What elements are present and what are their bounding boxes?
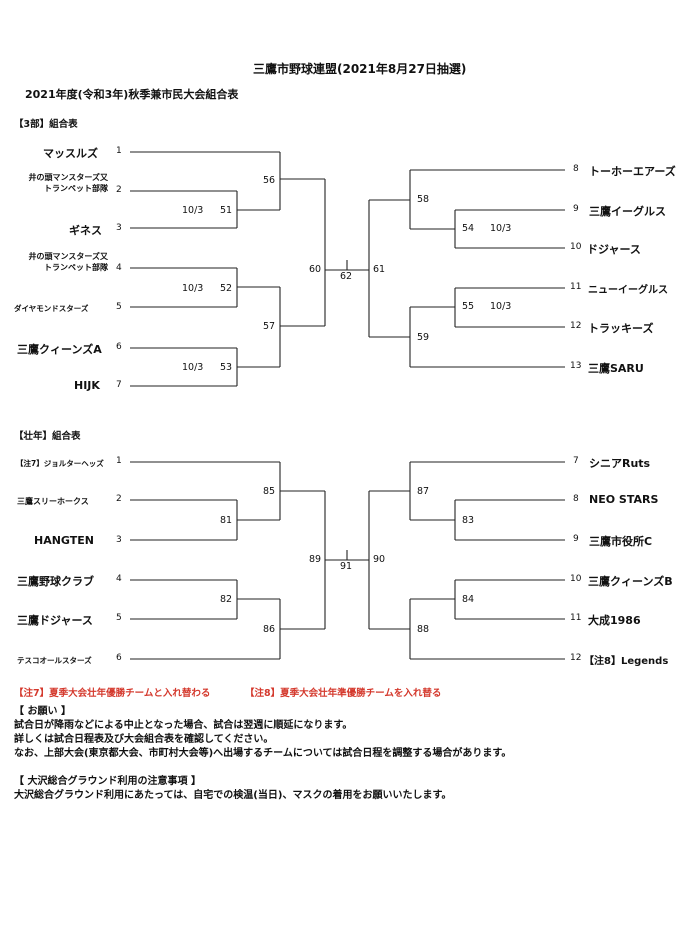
div3-team-name: マッスルズ xyxy=(43,147,98,160)
senior-team-name: 三鷹クィーンズB xyxy=(588,575,673,588)
note-7: 【注7】夏季大会壮年優勝チームと入れ替わる xyxy=(14,688,211,699)
note-8: 【注8】夏季大会壮年準優勝チームを入れ替る xyxy=(245,688,442,699)
senior-team-seed: 6 xyxy=(116,653,122,663)
senior-team-seed: 8 xyxy=(573,494,579,504)
game-date: 10/3 xyxy=(182,283,204,294)
senior-team-seed: 7 xyxy=(573,456,579,466)
div3-team-seed: 2 xyxy=(116,185,122,195)
game-number: 61 xyxy=(373,264,386,275)
senior-team-seed: 11 xyxy=(570,613,582,623)
div3-team-name: ギネス xyxy=(69,224,102,237)
game-number: 57 xyxy=(263,321,276,332)
game-date: 10/3 xyxy=(182,205,204,216)
senior-team-name: 三鷹市役所C xyxy=(589,535,653,548)
game-number: 56 xyxy=(263,175,276,186)
div3-team-seed: 7 xyxy=(116,380,122,390)
senior-team-name: HANGTEN xyxy=(34,534,94,547)
game-date: 10/3 xyxy=(490,301,512,312)
senior-team-name: シニアRuts xyxy=(589,457,651,470)
senior-team-name: 【注8】Legends xyxy=(584,656,669,667)
senior-team-name: 三鷹スリーホークス xyxy=(17,497,89,506)
game-number: 60 xyxy=(309,264,322,275)
senior-team-seed: 12 xyxy=(570,653,582,663)
document-subtitle: 2021年度(令和3年)秋季兼市民大会組合表 xyxy=(25,88,239,101)
div3-team-name: 三鷹クィーンズA xyxy=(17,343,102,356)
game-date: 10/3 xyxy=(490,223,512,234)
senior-team-seed: 10 xyxy=(570,574,582,584)
request-line: なお、上部大会(東京都大会、市町村大会等)へ出場するチームについては試合日程を調… xyxy=(14,748,512,759)
div3-team-name: 井の頭マンスターズ又トランペット部隊 xyxy=(28,173,108,193)
ground-line: 大沢総合グラウンド利用にあたっては、自宅での検温(当日)、マスクの着用をお願いい… xyxy=(14,790,452,801)
game-number: 58 xyxy=(417,194,430,205)
div3-team-name: ニューイーグルス xyxy=(588,285,668,296)
game-number: 90 xyxy=(373,554,386,565)
senior-team-seed: 9 xyxy=(573,534,579,544)
senior-team-seed: 5 xyxy=(116,613,122,623)
senior-team-name: 【注7】ジョルターヘッズ xyxy=(16,459,104,468)
game-number: 55 xyxy=(462,301,475,312)
div3-team-seed: 5 xyxy=(116,302,122,312)
senior-team-name: テスコオールスターズ xyxy=(17,656,92,665)
div3-team-seed: 3 xyxy=(116,223,122,233)
div3-team-name: ダイヤモンドスターズ xyxy=(14,304,89,313)
div3-team-seed: 10 xyxy=(570,242,582,252)
game-number: 88 xyxy=(417,624,430,635)
div3-team-name: ドジャース xyxy=(587,243,641,256)
game-number: 62 xyxy=(340,271,353,282)
request-line: 試合日が降雨などによる中止となった場合、試合は翌週に順延になります。 xyxy=(14,720,353,731)
document-title: 三鷹市野球連盟(2021年8月27日抽選) xyxy=(253,62,467,76)
div3-team-seed: 11 xyxy=(570,282,582,292)
request-heading: 【 お願い 】 xyxy=(14,706,71,717)
div3-team-name: HIJK xyxy=(74,379,100,392)
game-number: 91 xyxy=(340,561,353,572)
div3-team-seed: 4 xyxy=(116,263,122,273)
game-number: 51 xyxy=(220,205,233,216)
div3-section-label: 【3部】組合表 xyxy=(14,119,78,130)
game-number: 54 xyxy=(462,223,475,234)
div3-team-name: 三鷹イーグルス xyxy=(589,205,666,218)
game-number: 89 xyxy=(309,554,322,565)
div3-team-seed: 8 xyxy=(573,164,579,174)
game-number: 59 xyxy=(417,332,430,343)
senior-team-seed: 4 xyxy=(116,574,122,584)
div3-team-seed: 1 xyxy=(116,146,122,156)
senior-team-name: 三鷹野球クラブ xyxy=(17,575,94,588)
ground-heading: 【 大沢総合グラウンド利用の注意事項 】 xyxy=(14,776,201,787)
div3-team-name: 三鷹SARU xyxy=(588,362,644,375)
game-number: 84 xyxy=(462,594,475,605)
game-number: 86 xyxy=(263,624,276,635)
game-number: 85 xyxy=(263,486,276,497)
game-number: 53 xyxy=(220,362,233,373)
game-date: 10/3 xyxy=(182,362,204,373)
div3-team-seed: 13 xyxy=(570,361,582,371)
senior-team-name: 大成1986 xyxy=(588,614,641,627)
div3-team-seed: 9 xyxy=(573,204,579,214)
div3-team-seed: 12 xyxy=(570,321,582,331)
div3-team-name: トーホーエアーズ xyxy=(589,165,676,178)
senior-team-seed: 3 xyxy=(116,535,122,545)
div3-team-name: トラッキーズ xyxy=(588,322,654,335)
request-line: 詳しくは試合日程表及び大会組合表を確認してください。 xyxy=(14,734,274,745)
div3-team-seed: 6 xyxy=(116,342,122,352)
senior-section-label: 【壮年】組合表 xyxy=(14,431,81,442)
senior-team-name: NEO STARS xyxy=(589,493,659,506)
game-number: 82 xyxy=(220,594,233,605)
game-number: 83 xyxy=(462,515,475,526)
senior-team-seed: 1 xyxy=(116,456,122,466)
div3-team-name: 井の頭マンスターズ又トランペット部隊 xyxy=(28,252,108,272)
game-number: 81 xyxy=(220,515,233,526)
senior-team-seed: 2 xyxy=(116,494,122,504)
senior-team-name: 三鷹ドジャース xyxy=(17,614,93,627)
game-number: 52 xyxy=(220,283,233,294)
game-number: 87 xyxy=(417,486,430,497)
